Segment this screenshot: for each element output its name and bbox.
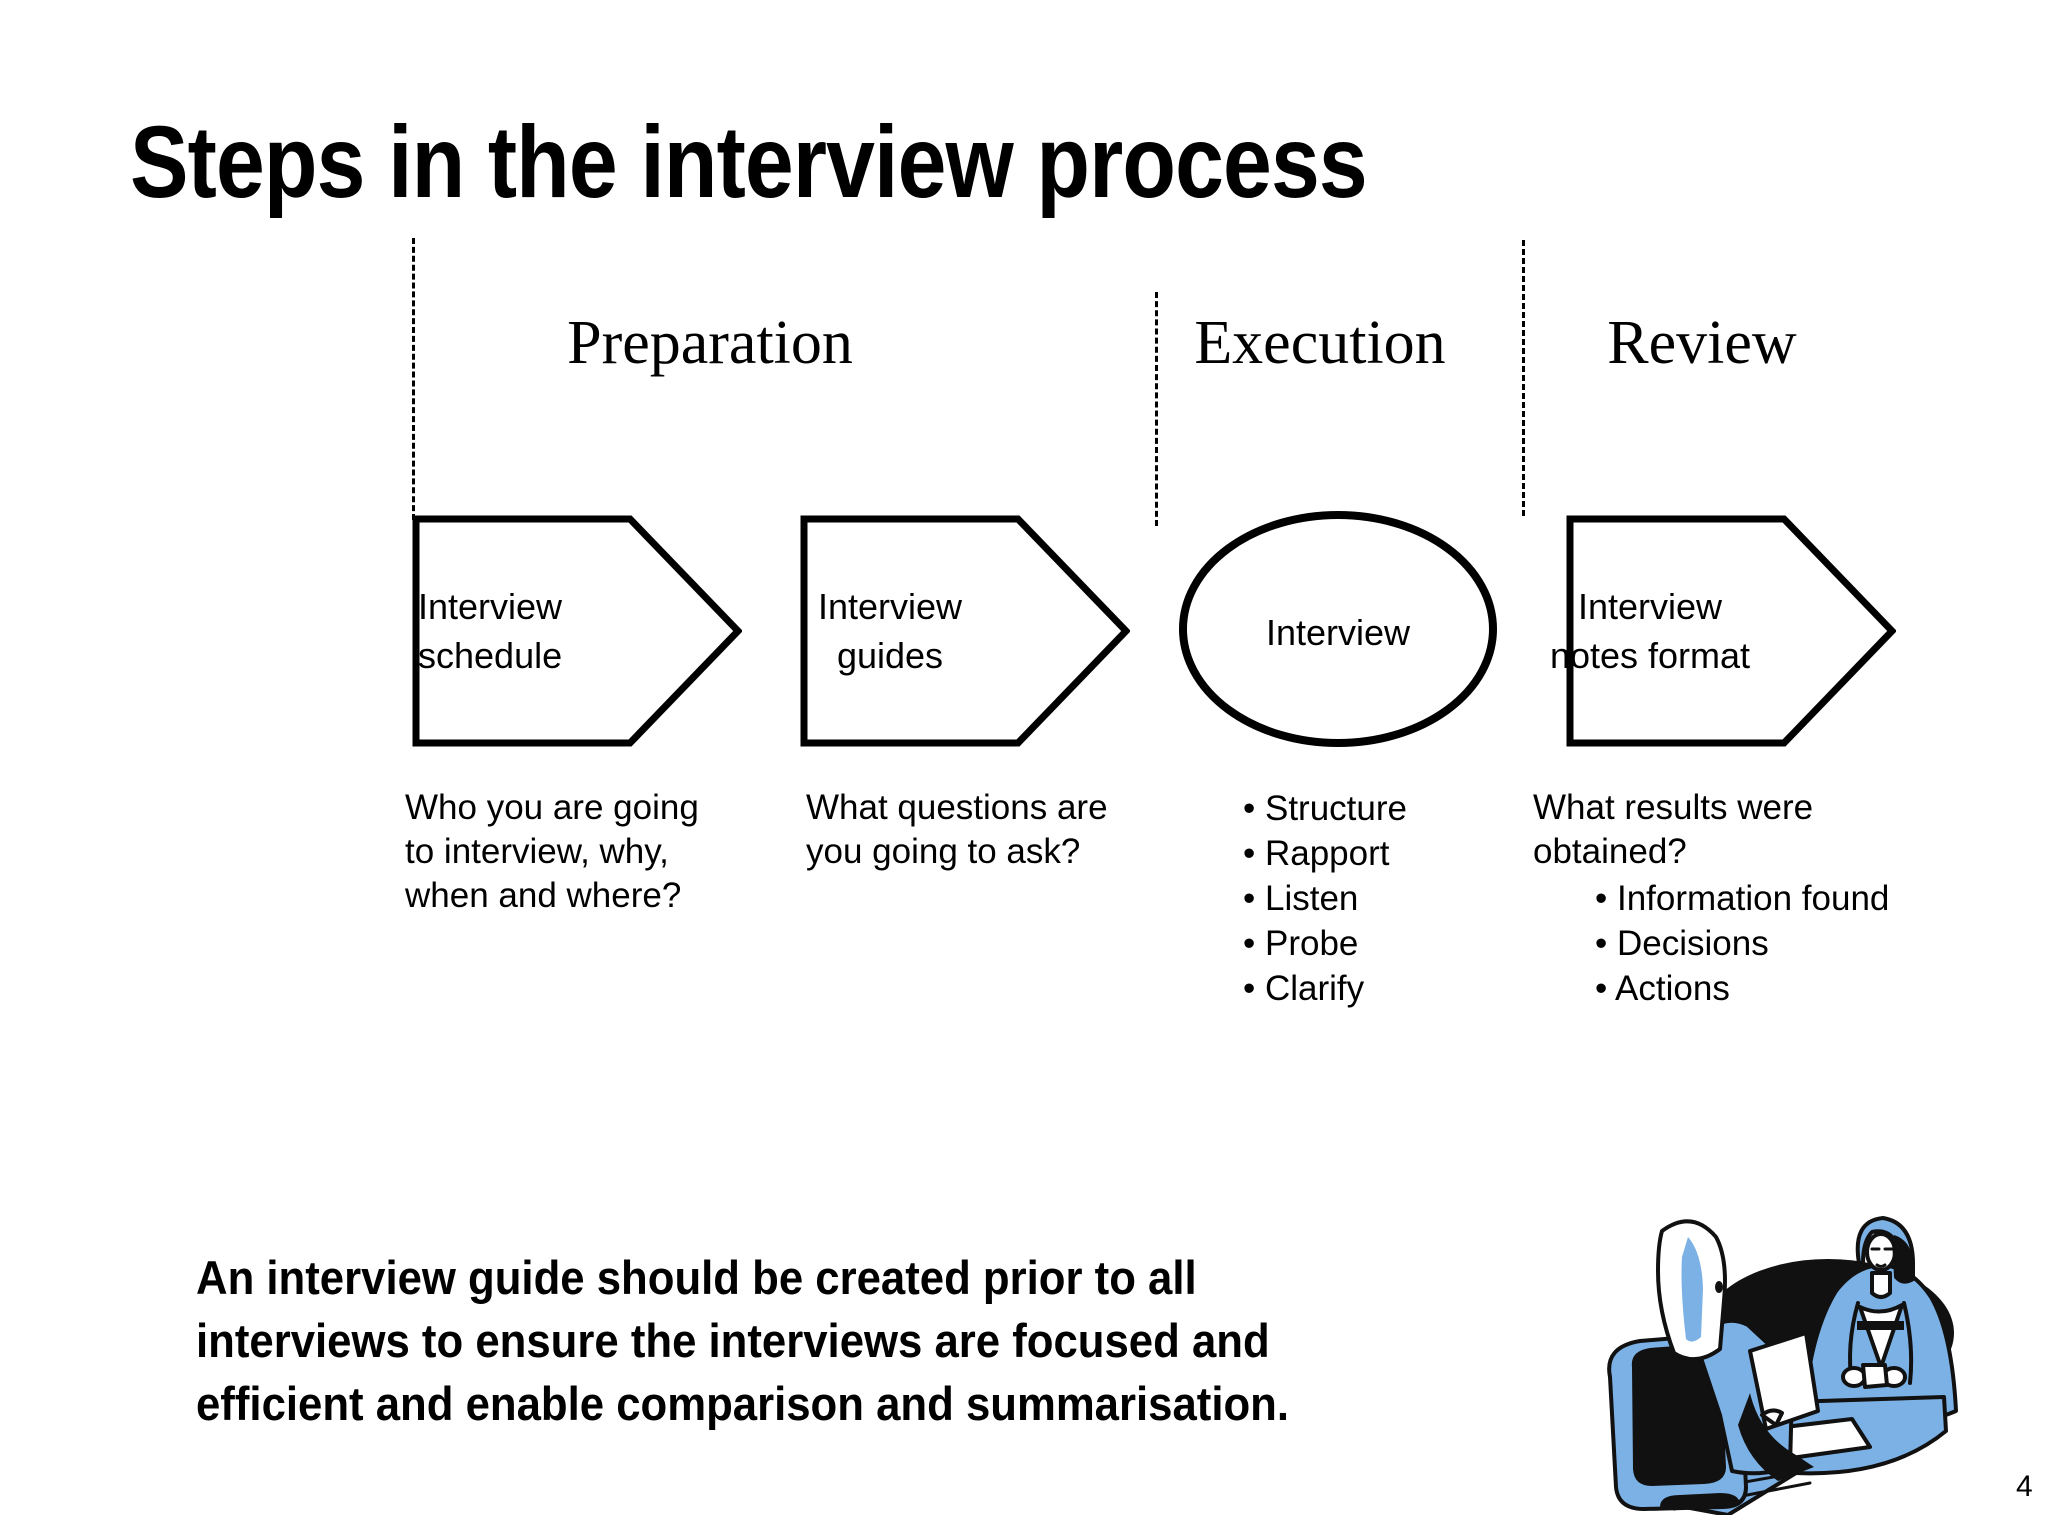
bullet-item: • Decisions bbox=[1595, 924, 1769, 963]
phase-divider-1 bbox=[412, 238, 415, 520]
step-label-interview-guides: Interview guides bbox=[817, 586, 963, 676]
arrow-shape-interview-notes bbox=[1566, 515, 1896, 747]
step-label-interview-notes-format: Interview notes format bbox=[1549, 586, 1751, 676]
step-description-schedule: Who you are going to interview, why, whe… bbox=[405, 788, 699, 915]
bullet-item: • Rapport bbox=[1243, 834, 1390, 873]
step-label-interview-schedule: Interview schedule bbox=[418, 586, 563, 676]
arrow-shape-interview-schedule bbox=[412, 515, 742, 747]
notes-bullet-list: • Information found • Decisions • Action… bbox=[1595, 876, 1889, 1011]
step-label-interview: Interview bbox=[1265, 612, 1411, 653]
two-people-interview-icon bbox=[1607, 1216, 1958, 1517]
arrow-shape-interview-guides bbox=[800, 515, 1130, 747]
interview-bullet-list: • Structure • Rapport • Listen • Probe •… bbox=[1243, 786, 1407, 1011]
ellipse-shape-interview bbox=[1178, 508, 1498, 750]
phase-label-preparation: Preparation bbox=[567, 309, 853, 377]
bullet-item: • Structure bbox=[1243, 789, 1407, 828]
phase-label-execution: Execution bbox=[1194, 309, 1446, 377]
page-title: Steps in the interview process bbox=[130, 105, 1368, 219]
bullet-item: • Actions bbox=[1595, 969, 1730, 1008]
phase-divider-2 bbox=[1155, 292, 1158, 526]
interview-illustration bbox=[1600, 1215, 1980, 1517]
page-number: 4 bbox=[2016, 1470, 2033, 1503]
phase-divider-3 bbox=[1522, 240, 1525, 516]
bullet-item: • Listen bbox=[1243, 879, 1359, 918]
step-description-guides: What questions are you going to ask? bbox=[806, 788, 1108, 871]
bullet-item: • Clarify bbox=[1243, 969, 1365, 1008]
bullet-item: • Information found bbox=[1595, 879, 1890, 918]
bullet-item: • Probe bbox=[1243, 924, 1359, 963]
phase-label-review: Review bbox=[1607, 309, 1797, 377]
step-description-notes: What results were obtained? bbox=[1533, 788, 1814, 871]
callout-text: An interview guide should be created pri… bbox=[196, 1251, 1290, 1430]
